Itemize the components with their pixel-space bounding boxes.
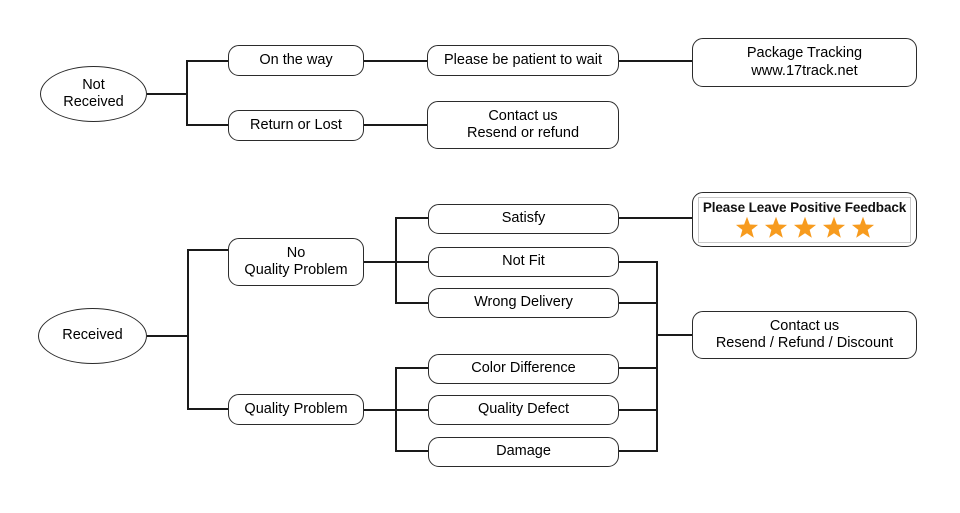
connector-received-trunk — [147, 335, 188, 337]
connector-damage-merge — [619, 450, 657, 452]
node-label: Quality Problem — [244, 400, 348, 417]
connector-quality-problem-out — [364, 409, 396, 411]
node-contact-resend-refund-discount[interactable]: Contact us Resend / Refund / Discount — [692, 311, 917, 359]
node-wrong-delivery[interactable]: Wrong Delivery — [428, 288, 619, 318]
node-received[interactable]: Received — [38, 308, 147, 364]
connector-fan-quality-defect — [395, 409, 428, 411]
connector-not-received-trunk — [147, 93, 187, 95]
node-label: Package Tracking www.17track.net — [746, 45, 863, 79]
node-on-the-way[interactable]: On the way — [228, 45, 364, 76]
node-label: Return or Lost — [250, 116, 342, 133]
connector-satisfy-to-feedback — [619, 217, 692, 219]
connector-fan-wrong-delivery — [395, 302, 428, 304]
rating-stars[interactable] — [735, 216, 875, 240]
connector-not-received-bus — [186, 61, 188, 126]
node-label: Wrong Delivery — [474, 294, 573, 311]
node-label: Damage — [496, 443, 551, 460]
node-return-or-lost[interactable]: Return or Lost — [228, 110, 364, 141]
node-contact-resend-refund[interactable]: Contact us Resend or refund — [427, 101, 619, 149]
node-label: Quality Defect — [477, 401, 570, 418]
connector-bus-return-or-lost — [186, 124, 229, 126]
connector-wrong-delivery-merge — [619, 302, 657, 304]
connector-received-bus — [187, 250, 189, 410]
node-quality-defect[interactable]: Quality Defect — [428, 395, 619, 425]
connector-wait-to-tracking — [619, 60, 693, 62]
node-quality-problem[interactable]: Quality Problem — [228, 394, 364, 425]
connector-color-difference-merge — [619, 367, 657, 369]
connector-return-or-lost-to-contact — [364, 124, 428, 126]
node-label: Please be patient to wait — [444, 51, 602, 68]
node-label: Received — [62, 327, 123, 344]
node-label: Color Difference — [471, 360, 576, 377]
connector-bus-on-the-way — [186, 60, 229, 62]
node-satisfy[interactable]: Satisfy — [428, 204, 619, 234]
node-label: On the way — [259, 51, 333, 68]
connector-no-quality-problem-out — [364, 261, 396, 263]
connector-fan-not-fit — [395, 261, 428, 263]
node-damage[interactable]: Damage — [428, 437, 619, 467]
node-label: Contact us Resend / Refund / Discount — [715, 317, 894, 351]
node-label: Contact us Resend or refund — [466, 107, 580, 141]
connector-bus-no-quality-problem — [187, 249, 229, 251]
node-not-received[interactable]: Not Received — [40, 66, 147, 122]
feedback-image: Please Leave Positive Feedback — [698, 196, 911, 243]
connector-not-fit-merge — [619, 261, 657, 263]
node-package-tracking[interactable]: Package Tracking www.17track.net — [692, 38, 917, 87]
star-icon[interactable] — [822, 216, 846, 240]
node-color-difference[interactable]: Color Difference — [428, 354, 619, 384]
node-label: Not Received — [63, 76, 124, 110]
connector-fan-color-difference — [395, 367, 428, 369]
star-icon[interactable] — [793, 216, 817, 240]
star-icon[interactable] — [735, 216, 759, 240]
connector-merge-to-contact — [656, 334, 693, 336]
node-please-be-patient[interactable]: Please be patient to wait — [427, 45, 619, 76]
connector-issues-merge-bus — [656, 261, 658, 452]
star-icon[interactable] — [764, 216, 788, 240]
feedback-card[interactable]: Please Leave Positive Feedback — [692, 192, 917, 247]
connector-quality-defect-merge — [619, 409, 657, 411]
node-no-quality-problem[interactable]: No Quality Problem — [228, 238, 364, 286]
connector-bus-quality-problem — [187, 408, 229, 410]
node-label: Not Fit — [502, 253, 545, 270]
connector-fan-damage — [395, 450, 428, 452]
star-icon[interactable] — [851, 216, 875, 240]
node-label: Satisfy — [501, 210, 546, 227]
connector-fan-satisfy — [395, 217, 428, 219]
node-label: No Quality Problem — [244, 244, 348, 278]
connector-on-the-way-to-wait — [364, 60, 428, 62]
node-not-fit[interactable]: Not Fit — [428, 247, 619, 277]
feedback-title: Please Leave Positive Feedback — [702, 199, 907, 215]
